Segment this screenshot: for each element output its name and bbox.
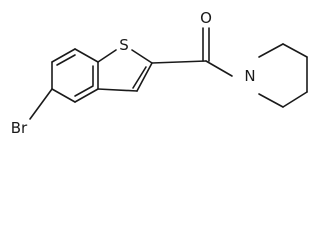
bond bbox=[258, 93, 284, 108]
benzene-ring bbox=[51, 48, 99, 103]
bond bbox=[74, 88, 99, 103]
bromine-atom-label: Br bbox=[11, 119, 28, 137]
nitrogen-atom-label: N bbox=[244, 67, 255, 85]
bond bbox=[97, 88, 138, 92]
bond bbox=[282, 91, 308, 108]
bond bbox=[205, 60, 233, 77]
double-bond-inner bbox=[132, 66, 147, 89]
bond bbox=[51, 48, 76, 63]
bond bbox=[136, 62, 153, 92]
thiophene-ring bbox=[97, 49, 153, 92]
bond bbox=[151, 60, 207, 64]
sulfur-atom-label: S bbox=[119, 36, 129, 54]
bond bbox=[131, 49, 153, 64]
double-bond-inner bbox=[56, 54, 76, 66]
bond bbox=[282, 43, 308, 58]
bond bbox=[258, 43, 284, 58]
bond bbox=[97, 49, 117, 63]
carbonyl-group bbox=[151, 27, 233, 77]
double-bond-inner bbox=[74, 85, 94, 97]
chemical-structure-diagram: S O N Br bbox=[11, 9, 308, 137]
bond bbox=[51, 88, 76, 103]
bond-to-bromine bbox=[29, 88, 53, 120]
oxygen-atom-label: O bbox=[200, 9, 212, 27]
piperidine-ring bbox=[258, 43, 308, 108]
bond bbox=[74, 48, 99, 63]
